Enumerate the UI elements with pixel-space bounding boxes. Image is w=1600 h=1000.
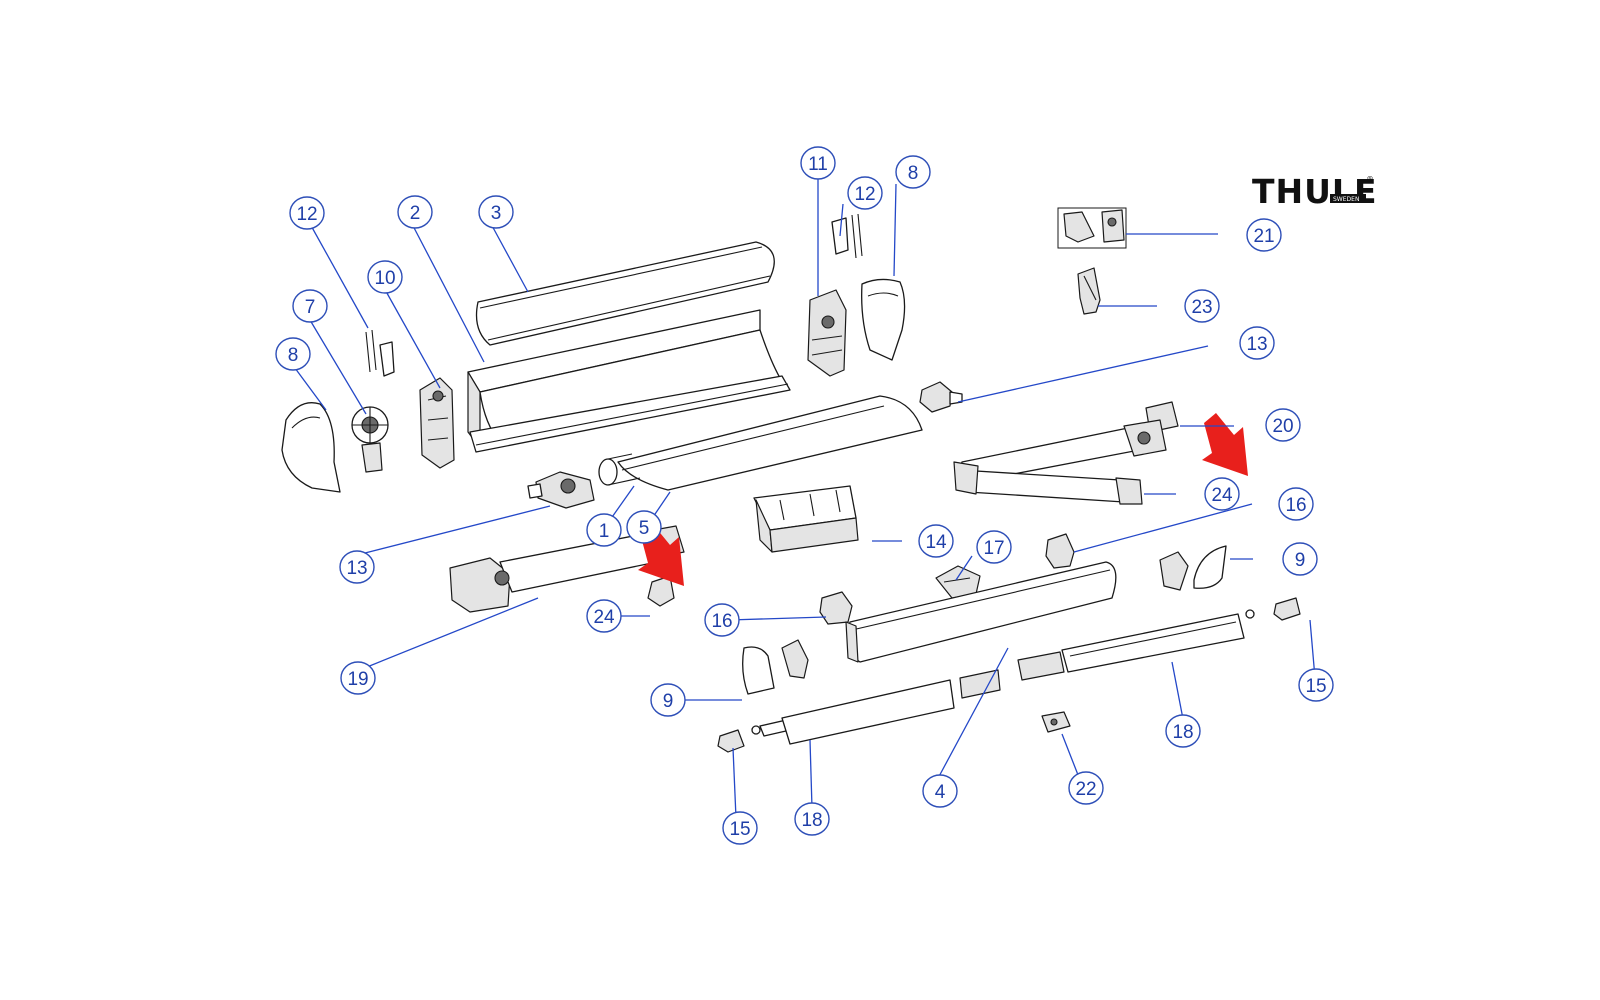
callout-8: 8	[895, 155, 931, 189]
callout-18: 18	[1165, 714, 1201, 748]
part-16-left-clip	[819, 591, 853, 625]
callout-9: 9	[1282, 542, 1318, 576]
svg-text:16: 16	[1285, 495, 1306, 516]
callout-17: 17	[976, 530, 1012, 564]
red-highlight-arrow-right	[1202, 413, 1248, 476]
callout-8: 8	[275, 337, 311, 371]
svg-text:SWEDEN: SWEDEN	[1333, 196, 1359, 203]
svg-text:®: ®	[1366, 175, 1374, 184]
callout-21: 21	[1246, 218, 1282, 252]
part-10-left-end-plate	[419, 377, 455, 469]
svg-text:8: 8	[908, 163, 919, 184]
svg-text:3: 3	[491, 203, 502, 224]
callout-13: 13	[339, 550, 375, 584]
part-14-center-support	[753, 485, 859, 553]
svg-text:23: 23	[1191, 297, 1212, 318]
callout-18: 18	[794, 802, 830, 836]
callout-9: 9	[650, 683, 686, 717]
svg-text:17: 17	[983, 538, 1004, 559]
part-13-right-end-plug	[919, 381, 963, 413]
svg-text:THULE: THULE	[1252, 172, 1378, 211]
svg-text:4: 4	[935, 782, 946, 803]
svg-text:12: 12	[296, 204, 317, 225]
part-21-bracket-set	[1057, 207, 1127, 249]
callout-12: 12	[289, 196, 325, 230]
svg-text:14: 14	[925, 532, 947, 553]
part-15-right-foot	[1273, 597, 1301, 621]
part-13-left-drive-end	[527, 471, 595, 509]
svg-text:11: 11	[808, 154, 828, 175]
callout-7: 7	[292, 289, 328, 323]
part-9-right-corner	[1159, 545, 1227, 591]
svg-text:16: 16	[711, 611, 732, 632]
part-18-right-support-leg	[1017, 609, 1255, 681]
callout-14: 14	[918, 524, 954, 558]
callout-4: 4	[922, 774, 958, 808]
part-17-small-bracket	[935, 565, 981, 599]
svg-text:18: 18	[801, 810, 822, 831]
svg-text:22: 22	[1075, 779, 1096, 800]
part-3-front-cover	[475, 241, 775, 346]
part-16-right-clip	[1045, 533, 1075, 569]
callout-19: 19	[340, 661, 376, 695]
svg-text:8: 8	[288, 345, 299, 366]
part-9-left-corner	[742, 639, 809, 695]
part-7-drive-wheel	[351, 406, 389, 473]
svg-text:7: 7	[305, 297, 316, 318]
callouts: 12 2 3 10 7 8 11 12	[275, 146, 1334, 845]
callout-1: 1	[586, 513, 622, 547]
callout-15: 15	[722, 811, 758, 845]
part-1-roller-tube	[598, 453, 641, 486]
callout-12: 12	[847, 176, 883, 210]
svg-text:18: 18	[1172, 722, 1193, 743]
part-2-housing-profile	[467, 309, 791, 453]
svg-text:2: 2	[410, 203, 421, 224]
callout-20: 20	[1265, 408, 1301, 442]
callout-16: 16	[1278, 487, 1314, 521]
leader-lines	[291, 176, 1316, 819]
callout-23: 23	[1184, 289, 1220, 323]
svg-text:10: 10	[374, 268, 395, 289]
part-12-right-spring	[831, 213, 863, 259]
part-23-hook-bracket	[1077, 267, 1101, 315]
callout-3: 3	[478, 195, 514, 229]
svg-text:12: 12	[854, 184, 875, 205]
callout-10: 10	[367, 260, 403, 294]
svg-text:5: 5	[639, 518, 650, 539]
svg-text:15: 15	[729, 819, 750, 840]
part-24-right-arm-lower	[953, 461, 1143, 505]
part-12-left-spring	[365, 329, 395, 377]
part-11-right-end-plate	[807, 289, 847, 377]
callout-13: 13	[1239, 326, 1275, 360]
part-22-mounting-block	[1041, 711, 1071, 733]
part-5-fabric	[617, 395, 923, 491]
svg-text:1: 1	[599, 521, 610, 542]
callout-5: 5	[626, 510, 662, 544]
svg-text:20: 20	[1272, 416, 1293, 437]
svg-text:13: 13	[346, 558, 367, 579]
part-20-right-arm-top	[959, 401, 1179, 483]
callout-24: 24	[586, 599, 622, 633]
svg-text:15: 15	[1305, 676, 1326, 697]
callout-24: 24	[1204, 477, 1240, 511]
svg-text:9: 9	[1295, 550, 1306, 571]
part-18-left-support-leg	[751, 669, 1001, 745]
part-15-left-foot	[717, 729, 745, 753]
callout-15: 15	[1298, 668, 1334, 702]
part-8-right-end-cap	[861, 278, 906, 361]
callout-2: 2	[397, 195, 433, 229]
callout-11: 11	[800, 146, 836, 180]
svg-text:21: 21	[1253, 226, 1274, 247]
svg-text:13: 13	[1246, 334, 1267, 355]
svg-text:9: 9	[663, 691, 674, 712]
part-8-left-end-cap	[281, 402, 341, 493]
callout-22: 22	[1068, 771, 1104, 805]
callout-16: 16	[704, 603, 740, 637]
part-4-front-bar	[845, 561, 1117, 663]
svg-text:24: 24	[1211, 485, 1233, 506]
svg-text:24: 24	[593, 607, 615, 628]
thule-logo: THULE SWEDEN ®	[1252, 172, 1378, 211]
svg-text:19: 19	[347, 669, 368, 690]
